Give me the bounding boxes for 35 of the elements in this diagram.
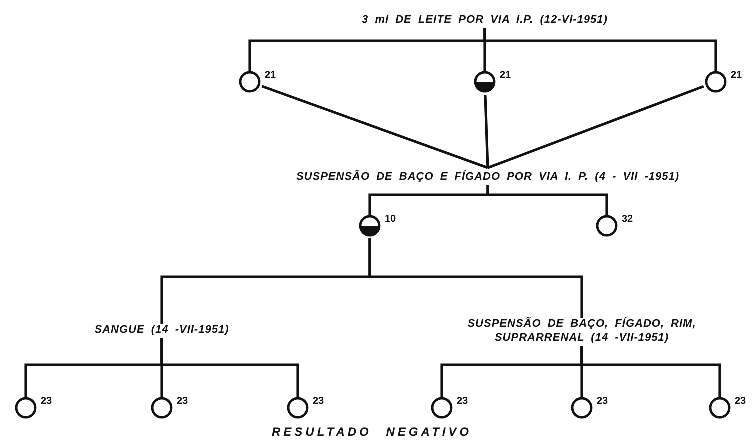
connector-line [484, 94, 490, 168]
open-circle [239, 71, 261, 93]
open-circle [431, 397, 453, 419]
connector-line [368, 238, 584, 318]
half-filled-circle [359, 215, 381, 237]
count-label: 21 [500, 70, 512, 81]
count-label: 23 [41, 396, 52, 407]
count-label: 23 [597, 396, 608, 407]
open-circle [287, 397, 309, 419]
open-circle [709, 397, 731, 419]
count-label: 21 [265, 70, 276, 81]
count-label: 23 [177, 396, 188, 407]
connector-line [262, 85, 488, 170]
open-circle [571, 397, 593, 419]
count-label: 23 [313, 396, 324, 407]
open-circle [15, 397, 37, 419]
count-label: 23 [457, 396, 468, 407]
connector-line [160, 338, 300, 398]
open-circle [151, 397, 173, 419]
condition-label: 3 ml DE LEITE POR VIA I.P. (12-VI-1951) [320, 13, 650, 27]
half-filled-circle [474, 71, 496, 93]
connector-line [486, 185, 608, 216]
connector-line [580, 346, 722, 398]
count-label: 10 [385, 214, 396, 225]
result-note: RESULTADO NEGATIVO [272, 425, 472, 439]
condition-label: SUSPENSÃO DE BAÇO, FÍGADO, RIM, SUPRARRENAL (14 -VII-1951) [452, 317, 712, 345]
connector-line [488, 85, 704, 170]
condition-label: SANGUE (14 -VII-1951) [62, 323, 262, 337]
count-label: 23 [735, 396, 746, 407]
count-label: 21 [731, 70, 742, 81]
count-label: 32 [622, 214, 634, 225]
open-circle [705, 71, 727, 93]
connector-line [484, 28, 718, 72]
condition-label: SUSPENSÃO DE BAÇO E FÍGADO POR VIA I. P. (4 - VII -1951) [263, 170, 713, 184]
open-circle [596, 215, 618, 237]
